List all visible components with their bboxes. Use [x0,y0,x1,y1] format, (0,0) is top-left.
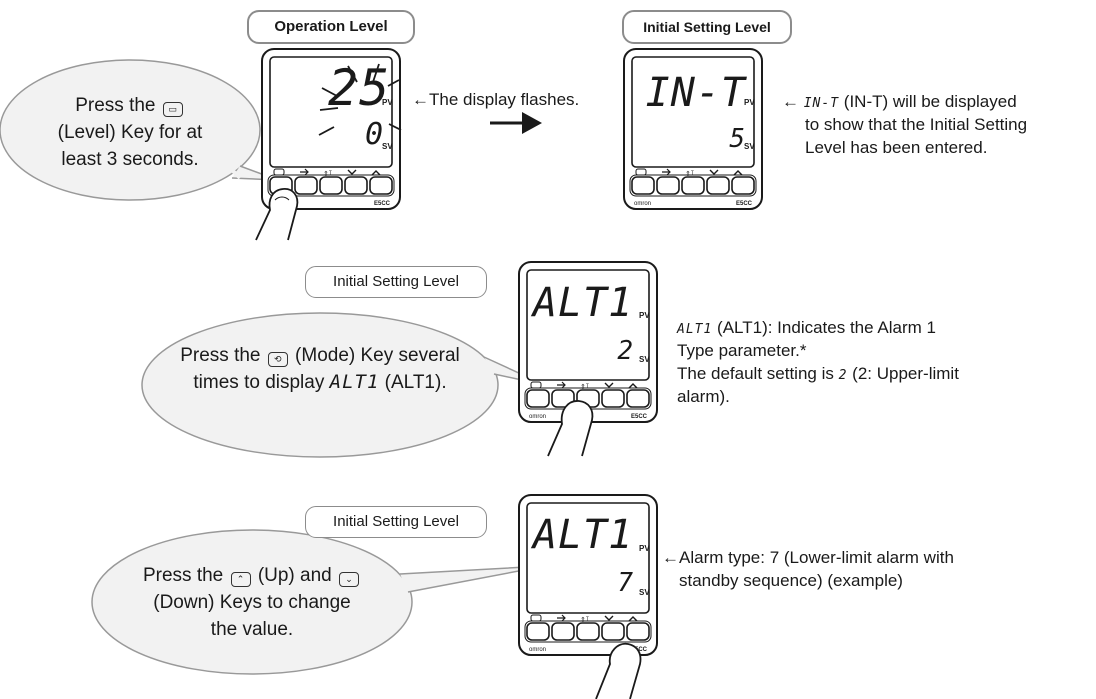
level-key-icon: ▭ [162,102,183,117]
label-initial-setting-level-2: Initial Setting Level [305,266,487,298]
display-in-t-sv: 5 [729,124,746,154]
in-t-note-line3: Level has been entered. [805,138,988,157]
transition-arrow-icon [490,112,542,134]
speech-bubble-up-down-keys [91,529,546,675]
display-alarm-type-value: 7 [617,568,634,598]
display-sv-value: 0 [364,117,384,152]
display-in-t: IN-T [645,70,746,116]
left-arrow-icon: ← [412,90,429,109]
display-pv-value: 25 [328,59,391,117]
label-initial-setting-level-1: Initial Setting Level [622,10,792,44]
alarm-type-note-line2: standby sequence) (example) [679,571,903,590]
bubble-text-level-key: Press the ▭ (Level) Key for at least 3 s… [57,95,203,170]
alt1-note-line3: The default setting is 2 (2: Upper-limit [677,364,959,383]
finger-press-mode-key [547,400,594,457]
alt1-note-line1: ALT1 (ALT1): Indicates the Alarm 1 [677,318,936,337]
finger-press-level-key [255,188,299,241]
in-t-note: ← IN-T (IN-T) will be displayed [782,92,1017,111]
bubble-text-mode-key: Press the ⟲ (Mode) Key several times to … [180,345,460,393]
up-key-icon: ⌃ [230,572,251,587]
alt1-note-line2: Type parameter.* [677,341,807,360]
in-t-note-line2: to show that the Initial Setting [805,115,1028,134]
display-alt1-sv: 2 [617,336,634,366]
label-operation-level: Operation Level [247,10,415,44]
flash-note: ←The display flashes. [412,90,580,109]
display-alt1-value: ALT1 [532,512,634,558]
label-initial-setting-level-3: Initial Setting Level [305,506,487,538]
down-key-icon: ⌄ [339,572,360,587]
speech-bubble-level-key [0,59,279,201]
alarm-type-note-line1: ←Alarm type: 7 (Lower-limit alarm with [662,548,954,567]
mode-key-icon: ⟲ [267,352,288,367]
display-alt1: ALT1 [532,280,634,326]
left-arrow-icon: ← [782,92,799,111]
alt1-note-line4: alarm). [677,387,730,406]
bubble-text-up-down-keys: Press the ⌃ (Up) and ⌄ (Down) Keys to ch… [112,562,392,643]
finger-press-up-key [595,642,642,699]
left-arrow-icon: ← [662,548,679,567]
flash-rays-icon [318,63,402,136]
